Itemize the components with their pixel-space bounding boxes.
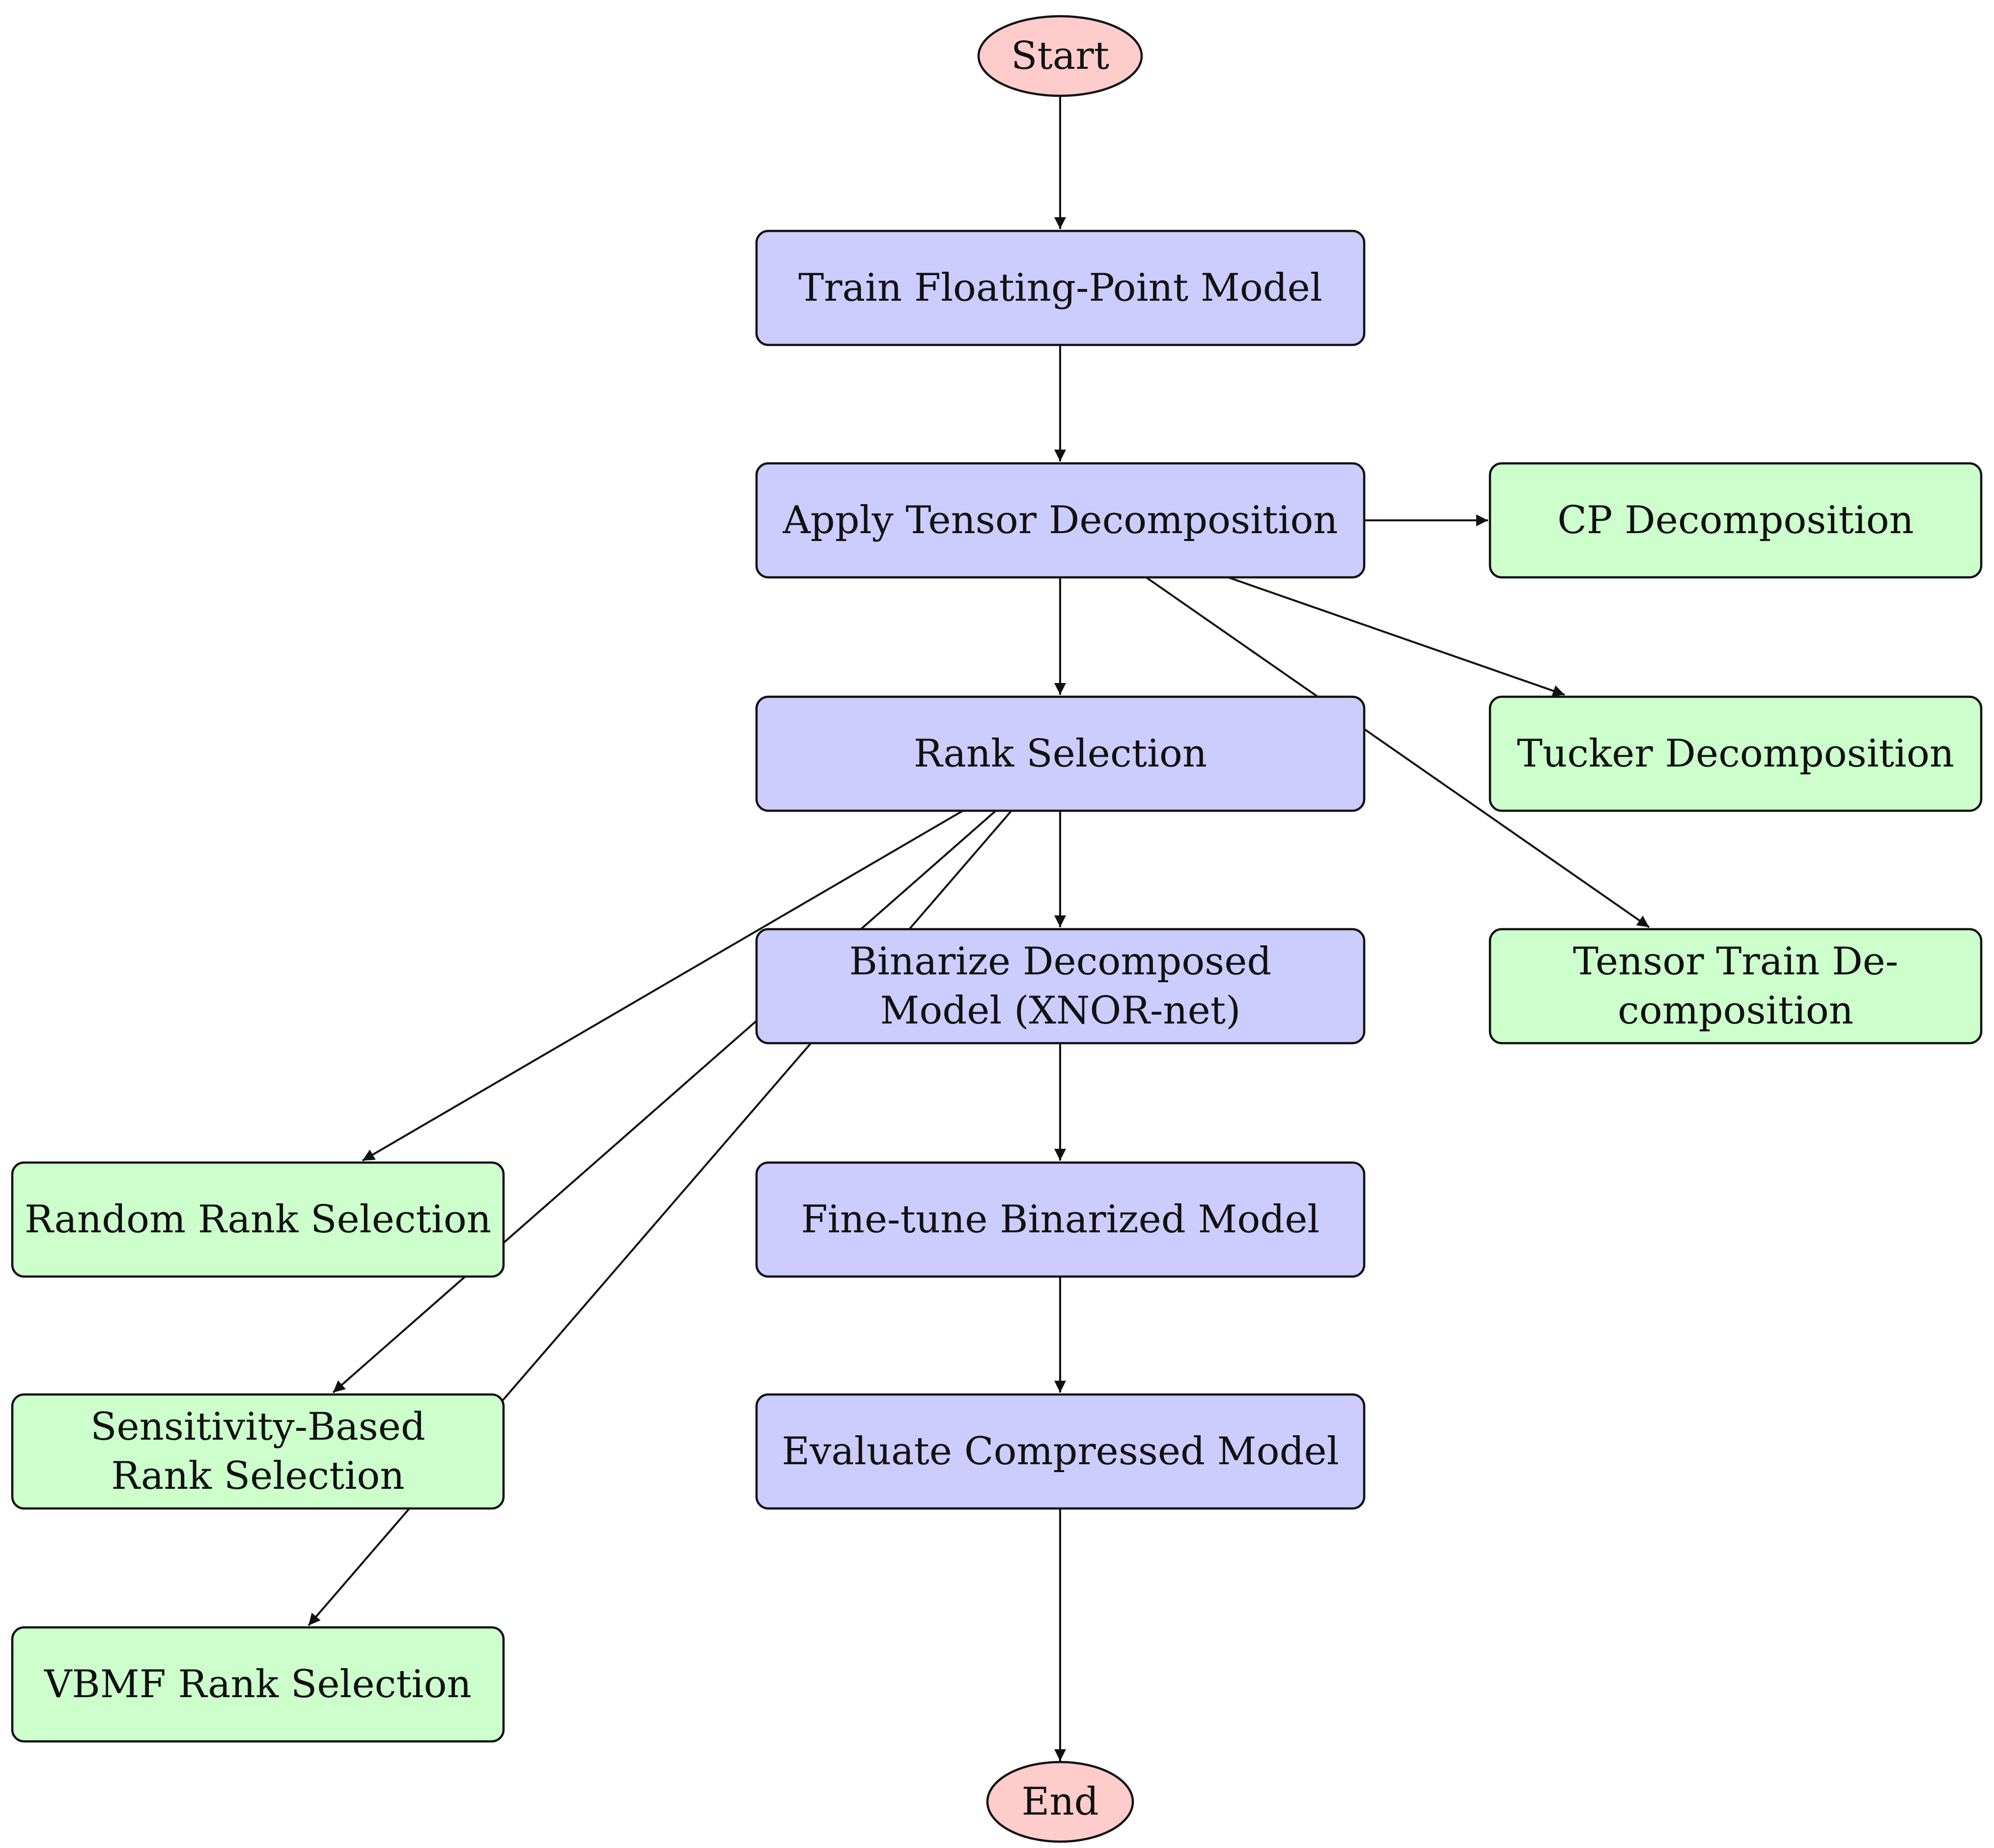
node-tt: Tensor Train De-composition bbox=[1488, 928, 1983, 1045]
node-cp-label: CP Decomposition bbox=[1557, 498, 1914, 542]
node-random: Random Rank Selection bbox=[11, 1161, 505, 1278]
arrow-apply-to-tt bbox=[1145, 576, 1650, 928]
node-evaluate-shape bbox=[755, 1393, 1366, 1510]
arrow-rank-to-sensitivity bbox=[332, 810, 997, 1393]
node-evaluate-label: Evaluate Compressed Model bbox=[782, 1429, 1339, 1474]
node-binarize-label: Binarize Decomposed bbox=[849, 939, 1272, 984]
node-tt-label: composition bbox=[1618, 989, 1854, 1033]
node-vbmf: VBMF Rank Selection bbox=[11, 1626, 505, 1743]
node-finetune-shape bbox=[755, 1161, 1366, 1278]
node-cp-shape bbox=[1488, 462, 1983, 579]
node-tt-shape bbox=[1488, 928, 1983, 1045]
node-apply: Apply Tensor Decomposition bbox=[755, 462, 1366, 579]
node-tucker-label: Tucker Decomposition bbox=[1517, 732, 1954, 776]
node-cp: CP Decomposition bbox=[1488, 462, 1983, 579]
node-tucker: Tucker Decomposition bbox=[1488, 695, 1983, 812]
node-finetune: Fine-tune Binarized Model bbox=[755, 1161, 1366, 1278]
node-rank: Rank Selection bbox=[755, 695, 1366, 812]
node-evaluate: Evaluate Compressed Model bbox=[755, 1393, 1366, 1510]
node-binarize-label: Model (XNOR-net) bbox=[880, 989, 1240, 1033]
node-end-label: End bbox=[1021, 1780, 1098, 1824]
arrow-rank-to-random bbox=[362, 810, 964, 1162]
node-finetune-label: Fine-tune Binarized Model bbox=[801, 1197, 1320, 1242]
node-apply-shape bbox=[755, 462, 1366, 579]
node-binarize-shape bbox=[755, 928, 1366, 1045]
arrow-apply-to-tucker bbox=[1228, 576, 1565, 697]
node-vbmf-shape bbox=[11, 1626, 505, 1743]
node-end-shape bbox=[986, 1761, 1134, 1843]
node-train-label: Train Floating-Point Model bbox=[798, 266, 1322, 310]
node-start-label: Start bbox=[1011, 34, 1109, 78]
node-rank-shape bbox=[755, 695, 1366, 812]
node-apply-label: Apply Tensor Decomposition bbox=[782, 498, 1338, 542]
node-tucker-shape bbox=[1488, 695, 1983, 812]
node-sensitivity-label: Rank Selection bbox=[111, 1454, 404, 1498]
node-train: Train Floating-Point Model bbox=[755, 229, 1366, 346]
node-sensitivity-shape bbox=[11, 1393, 505, 1510]
node-random-label: Random Rank Selection bbox=[25, 1197, 491, 1242]
node-rank-label: Rank Selection bbox=[914, 732, 1207, 776]
node-tt-label: Tensor Train De- bbox=[1573, 939, 1898, 984]
node-start: Start bbox=[977, 15, 1143, 97]
node-sensitivity-label: Sensitivity-Based bbox=[90, 1405, 425, 1449]
node-train-shape bbox=[755, 229, 1366, 346]
node-random-shape bbox=[11, 1161, 505, 1278]
node-vbmf-label: VBMF Rank Selection bbox=[44, 1662, 472, 1706]
node-end: End bbox=[986, 1761, 1134, 1843]
node-start-shape bbox=[977, 15, 1143, 97]
